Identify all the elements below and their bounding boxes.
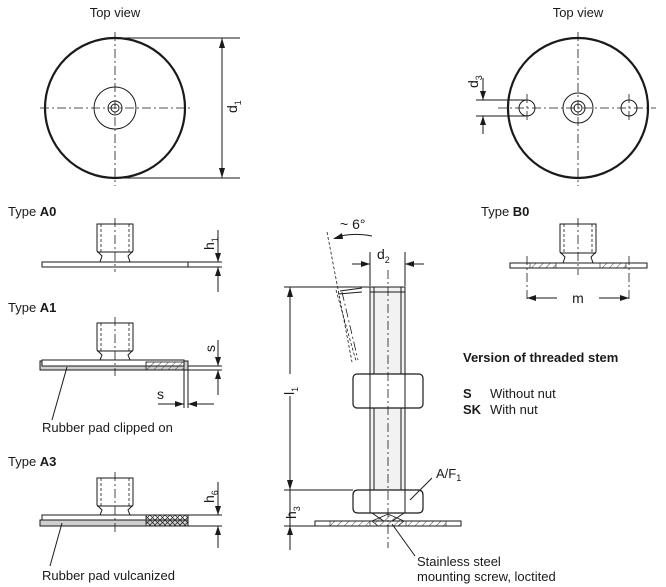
- m-label: m: [572, 290, 584, 306]
- rubber-clipped-note: Rubber pad clipped on: [42, 420, 173, 435]
- tilt-phantom-line: [326, 231, 353, 363]
- arrow-icon: [175, 401, 184, 407]
- arrow-icon: [480, 116, 486, 125]
- rubber-vulcanized-note: Rubber pad vulcanized: [42, 568, 175, 583]
- type-a0: Type A0 h1: [8, 204, 222, 292]
- top-view-right: Top view d3: [465, 5, 656, 186]
- pad-section-hatch: [145, 361, 185, 371]
- arrow-icon: [219, 168, 225, 178]
- tilt-phantom-line: [337, 291, 363, 295]
- arrow-icon: [215, 267, 221, 276]
- arrow-icon: [188, 401, 197, 407]
- arrow-icon: [215, 506, 221, 515]
- s-horizontal-label: s: [157, 386, 164, 402]
- plate-section-hatch: [599, 262, 627, 269]
- h6-label: h6: [201, 490, 220, 503]
- type-a1-label: Type A1: [8, 300, 56, 315]
- leader-line: [51, 366, 68, 421]
- s-vertical-label: s: [202, 345, 218, 352]
- stem-version-title: Version of threaded stem: [463, 350, 618, 365]
- top-view-left-label: Top view: [90, 5, 141, 20]
- plate-section-hatch: [529, 262, 557, 269]
- af1-leader: [409, 477, 433, 501]
- type-a3-label: Type A3: [8, 454, 56, 469]
- arrow-icon: [480, 91, 486, 100]
- d1-label: d1: [224, 100, 243, 113]
- l1-label: l1: [281, 387, 300, 395]
- plate-section-hatch: [405, 520, 447, 527]
- top-view-left: Top view d1: [40, 5, 243, 186]
- tilt-phantom-line: [339, 287, 363, 292]
- tilt-centerline: [341, 291, 359, 361]
- d3-label: d3: [465, 75, 484, 88]
- arrow-icon: [215, 526, 221, 535]
- type-b0: Type B0 m: [481, 204, 648, 306]
- leader-line: [49, 522, 63, 567]
- screw-note-line1: Stainless steel: [417, 554, 501, 569]
- stem-version-code: SK: [463, 402, 482, 417]
- arrow-icon: [215, 357, 221, 366]
- screw-note-line2: mounting screw, loctited: [417, 569, 556, 584]
- type-b0-label: Type B0: [481, 204, 529, 219]
- arrow-icon: [333, 233, 343, 239]
- leveling-foot-side-view: ~ 6° d2 l1: [278, 216, 556, 584]
- tilt-phantom-line: [335, 289, 357, 362]
- stem-version-desc: Without nut: [490, 386, 556, 401]
- plate-section-hatch: [329, 520, 371, 527]
- arrow-icon: [219, 38, 225, 48]
- type-a1: Type A1 s s Rubber pad clipped on: [8, 300, 222, 435]
- angle-label: ~ 6°: [340, 216, 365, 232]
- arrow-icon: [215, 253, 221, 262]
- arrow-icon: [287, 287, 293, 297]
- arrow-icon: [527, 295, 536, 301]
- arrow-icon: [361, 261, 370, 267]
- type-a3: Type A3 h6 Rubber pad vulcanized: [8, 454, 222, 583]
- arrow-icon: [405, 261, 414, 267]
- stem-version-legend: Version of threaded stem S Without nut S…: [463, 350, 618, 417]
- h1-label: h1: [201, 237, 220, 250]
- af1-label: A/F1: [436, 466, 461, 483]
- l1-label-bg: [278, 374, 298, 396]
- top-view-right-label: Top view: [553, 5, 604, 20]
- screw-leader: [391, 523, 416, 557]
- arrow-icon: [620, 295, 629, 301]
- stem-version-code: S: [463, 386, 472, 401]
- stem-version-desc: With nut: [490, 402, 538, 417]
- d2-label: d2: [377, 246, 390, 265]
- type-a0-label: Type A0: [8, 204, 56, 219]
- h3-label: h3: [283, 506, 302, 519]
- arrow-icon: [215, 370, 221, 379]
- arrow-icon: [287, 526, 293, 535]
- arrow-icon: [287, 480, 293, 490]
- pad-section-crosshatch: [145, 514, 189, 527]
